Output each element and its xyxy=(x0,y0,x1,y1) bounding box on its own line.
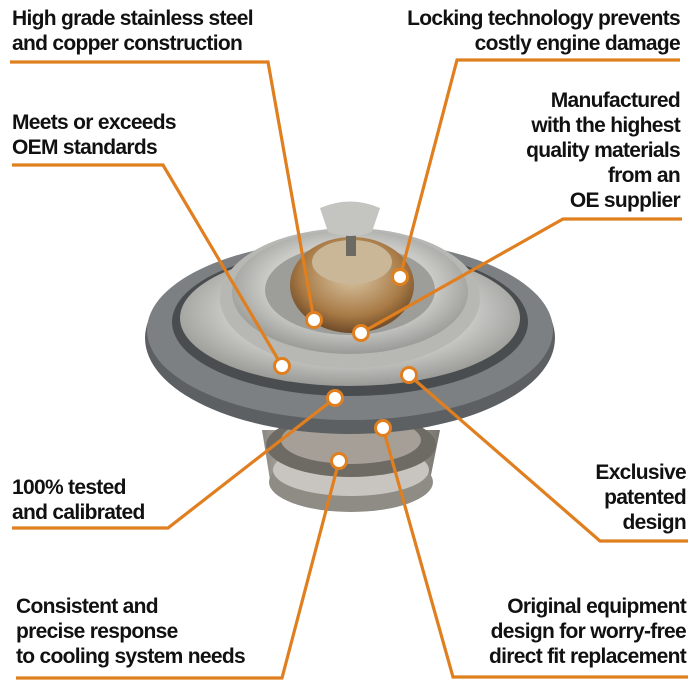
callout-stainless: High grade stainless steel and copper co… xyxy=(12,6,254,56)
callout-original: Original equipment design for worry-free… xyxy=(489,594,687,669)
leader-line-exclusive xyxy=(407,373,688,543)
callout-line: Exclusive xyxy=(595,461,686,484)
callout-line: Manufactured xyxy=(550,89,681,112)
callout-line: precise response xyxy=(16,620,178,643)
callout-tested: 100% tested and calibrated xyxy=(12,475,145,525)
callout-line: costly engine damage xyxy=(474,32,681,55)
callout-dot-stainless xyxy=(305,311,323,329)
callout-line: Meets or exceeds xyxy=(12,111,177,134)
callout-line: OEM standards xyxy=(12,136,158,159)
callout-exclusive: Exclusive patented design xyxy=(595,460,686,535)
callout-line: Consistent and xyxy=(16,595,159,618)
callout-line: Locking technology prevents xyxy=(407,7,681,30)
callout-line: design for worry-free xyxy=(490,620,687,643)
callout-line: OE supplier xyxy=(569,189,681,212)
callout-line: and copper construction xyxy=(12,32,243,55)
callout-dot-manufactured xyxy=(352,324,370,342)
callout-line: quality materials xyxy=(526,139,681,162)
callout-line: from an xyxy=(607,164,681,187)
leader-line-locking xyxy=(398,58,680,278)
callout-line: with the highest xyxy=(531,114,680,137)
callout-dot-consistent xyxy=(330,452,348,470)
leader-line-original xyxy=(381,427,688,679)
callout-dots xyxy=(273,268,418,470)
leader-line-oem-standards xyxy=(12,163,284,367)
callout-line: design xyxy=(622,511,687,534)
callout-dot-tested xyxy=(326,389,344,407)
callout-dot-original xyxy=(374,419,392,437)
callout-oem-standards: Meets or exceeds OEM standards xyxy=(12,110,177,160)
callout-line: Original equipment xyxy=(507,595,686,618)
leader-line-tested xyxy=(12,396,336,530)
callout-line: and calibrated xyxy=(12,501,145,524)
callout-line: patented xyxy=(604,486,687,509)
callout-line: to cooling system needs xyxy=(16,645,246,668)
callout-line: direct fit replacement xyxy=(489,645,687,668)
callout-dot-locking xyxy=(391,268,409,286)
callout-line: 100% tested xyxy=(12,476,126,499)
leader-line-stainless xyxy=(10,60,316,321)
callout-dot-oem-standards xyxy=(273,357,291,375)
callout-consistent: Consistent and precise response to cooli… xyxy=(16,594,246,669)
callout-locking: Locking technology prevents costly engin… xyxy=(407,6,681,56)
leader-lines xyxy=(10,58,688,680)
callout-line: High grade stainless steel xyxy=(12,7,254,30)
callout-manufactured: Manufactured with the highest quality ma… xyxy=(526,88,681,213)
callout-dot-exclusive xyxy=(400,366,418,384)
flange xyxy=(145,201,555,434)
leader-line-manufactured xyxy=(360,217,682,335)
leader-line-consistent xyxy=(16,460,341,680)
